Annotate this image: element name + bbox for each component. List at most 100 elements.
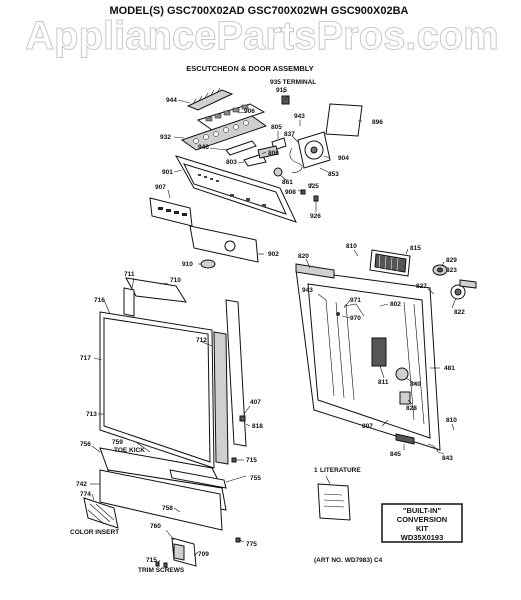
callout-823: 823 (446, 267, 457, 274)
cover-902 (189, 225, 259, 263)
screws-908-926 (300, 189, 319, 206)
terminal-915 (281, 95, 290, 105)
part-840 (395, 367, 409, 381)
callout-811: 811 (378, 379, 389, 386)
callout-908: 908 (285, 189, 296, 196)
callout-759: 759 (112, 439, 123, 446)
callout-407: 407 (250, 399, 261, 406)
callout-822: 822 (454, 309, 465, 316)
callout-810-top: 810 (346, 243, 357, 250)
callout-902: 902 (268, 251, 279, 258)
callout-944: 944 (166, 97, 177, 104)
kit-line-2: CONVERSION (397, 515, 447, 524)
part-845 (395, 433, 415, 445)
callout-481: 481 (444, 365, 455, 372)
callout-970: 970 (350, 315, 361, 322)
knob-861 (273, 167, 283, 177)
callout-717: 717 (80, 355, 91, 362)
label-trim-screws: TRIM SCREWS (138, 567, 185, 574)
callout-943-right: 943 (302, 287, 313, 294)
callout-906: 906 (244, 108, 255, 115)
callout-907: 907 (155, 184, 166, 191)
callout-837: 837 (284, 131, 295, 138)
escutcheon-901 (174, 155, 297, 223)
kit-line-1: "BUILT-IN" (403, 506, 442, 515)
bracket-709 (171, 537, 197, 567)
side-trim-711 (123, 287, 135, 317)
callout-716: 716 (94, 297, 105, 304)
actuator-811 (371, 337, 387, 367)
callout-815: 815 (410, 245, 421, 252)
label-literature: LITERATURE (320, 467, 361, 474)
channel-712 (213, 331, 229, 465)
callout-946: 946 (198, 144, 209, 151)
callout-756: 756 (80, 441, 91, 448)
callout-910: 910 (182, 261, 193, 268)
section-subtitle: ESCUTCHEON & DOOR ASSEMBLY (186, 64, 313, 73)
wire-harness-837 (289, 147, 303, 173)
front-panel-907 (149, 197, 193, 227)
part-806 (257, 145, 279, 159)
knob-910 (200, 259, 216, 269)
art-number: (ART NO. WD7983) C4 (314, 557, 383, 564)
lever-823 (459, 279, 477, 289)
callout-915: 915 (276, 87, 287, 94)
leader-lines (90, 88, 457, 564)
callout-numbers: 944 935 TERMINAL 915 906 943 896 932 805… (76, 79, 465, 564)
literature-lines (323, 493, 345, 508)
literature-booklet (317, 483, 351, 521)
panel-896 (325, 103, 363, 137)
color-insert-774 (83, 497, 119, 529)
label-toe-kick: TOE KICK (114, 447, 145, 454)
switch-panel-932 (180, 115, 268, 151)
door-frame-818 (225, 299, 247, 447)
callout-840: 840 (410, 381, 421, 388)
callout-932: 932 (160, 134, 171, 141)
connector-strip-944 (186, 87, 234, 111)
part-828 (399, 391, 411, 405)
callout-742: 742 (76, 481, 87, 488)
strip-946 (225, 140, 257, 156)
strip-755 (169, 469, 227, 489)
callout-760: 760 (150, 523, 161, 530)
callout-805: 805 (271, 124, 282, 131)
callout-853: 853 (328, 171, 339, 178)
timer-motor-904 (297, 131, 331, 169)
handle-820 (295, 263, 335, 279)
callout-711: 711 (124, 271, 135, 278)
callout-861: 861 (282, 179, 293, 186)
wire-802 (343, 303, 365, 317)
label-color-insert: COLOR INSERT (70, 529, 119, 536)
kit-line-3: KIT (416, 524, 429, 533)
callout-901: 901 (162, 169, 173, 176)
callout-710: 710 (170, 277, 181, 284)
dispenser-815 (369, 249, 411, 277)
callout-943-top: 943 (294, 113, 305, 120)
callout-904: 904 (338, 155, 349, 162)
callout-806: 806 (268, 150, 279, 157)
trim-screws-715 (155, 457, 241, 568)
callout-715-bottom: 715 (146, 557, 157, 564)
rinse-cup-823 (432, 264, 448, 276)
callout-709: 709 (198, 551, 209, 558)
screw-970 (336, 312, 340, 316)
base-panel-742 (99, 469, 223, 531)
models-header: MODEL(S) GSC700X02AD GSC700X02WH GSC900X… (110, 5, 409, 17)
kit-line-4: WD35X0193 (401, 533, 444, 542)
callout-926: 926 (310, 213, 321, 220)
callout-827: 827 (416, 283, 427, 290)
watermark-text: AppliancePartsPros.com (25, 14, 499, 58)
callout-935-terminal: 935 TERMINAL (270, 79, 316, 86)
conversion-kit-box (381, 503, 463, 543)
callout-758: 758 (162, 505, 173, 512)
outer-door-panel-717 (99, 311, 215, 469)
callout-818: 818 (252, 423, 263, 430)
callout-712: 712 (196, 337, 207, 344)
callout-925: 925 (308, 183, 319, 190)
callout-803: 803 (226, 159, 237, 166)
callout-971: 971 (350, 297, 361, 304)
callout-896: 896 (372, 119, 383, 126)
callout-820: 820 (298, 253, 309, 260)
callout-829: 829 (446, 257, 457, 264)
